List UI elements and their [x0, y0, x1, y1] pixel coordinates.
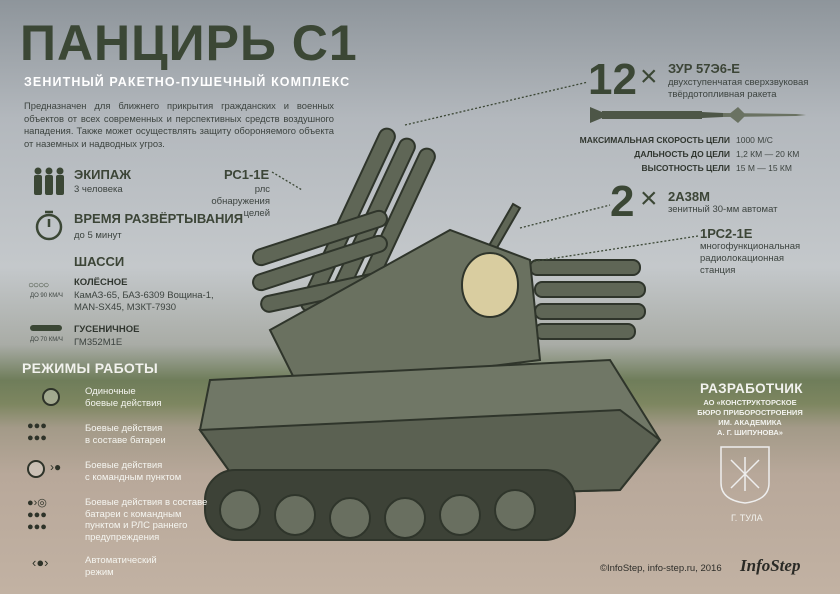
- mode-text: в составе батареи: [85, 434, 166, 446]
- wheeled-speed: ДО 90 КМ/Ч: [30, 293, 63, 299]
- spec-value: 1,2 КМ — 20 КМ: [736, 149, 800, 159]
- description: Предназначен для ближнего прикрытия граж…: [24, 100, 334, 149]
- mode-text: Боевые действия: [85, 460, 163, 471]
- radar2-line1: многофункциональная: [700, 241, 801, 252]
- missile-count: 12: [588, 55, 637, 104]
- mode-text: режим: [85, 566, 114, 578]
- missile-line2: твёрдотопливная ракета: [668, 89, 777, 100]
- modes-title: РЕЖИМЫ РАБОТЫ: [22, 360, 158, 376]
- gun-count: 2: [610, 177, 635, 226]
- spec-value: 15 М — 15 КМ: [736, 163, 792, 173]
- specs-table: МАКСИМАЛЬНАЯ СКОРОСТЬ ЦЕЛИ 1000 М/С ДАЛЬН…: [540, 133, 800, 175]
- radar2-line2: радиолокационная: [700, 253, 785, 264]
- org-line: БЮРО ПРИБОРОСТРОЕНИЯ: [697, 408, 803, 417]
- org-line: А. Г. ШИПУНОВА»: [717, 428, 783, 437]
- mode-text: Боевые действия в составе: [85, 497, 208, 508]
- mode-text: Автоматический: [85, 555, 157, 566]
- vehicle-illustration: [198, 127, 662, 541]
- crew-label: ЭКИПАЖ: [74, 167, 132, 182]
- wheeled-label: КОЛЁСНОЕ: [74, 277, 128, 288]
- infostep-logo: InfoStep: [740, 556, 801, 575]
- deploy-value: до 5 минут: [74, 230, 122, 241]
- spec-row: ВЫСОТНОСТЬ ЦЕЛИ 15 М — 15 КМ: [540, 161, 799, 175]
- mode-text: боевые действия: [85, 397, 162, 409]
- mode-text: с командным пунктом: [85, 471, 182, 483]
- tula-emblem-icon: [720, 446, 770, 504]
- radar1-label: РС1-1Е: [224, 167, 270, 182]
- spec-row: ДАЛЬНОСТЬ ДО ЦЕЛИ 1,2 КМ — 20 КМ: [540, 147, 799, 161]
- spec-value: 1000 М/С: [736, 135, 773, 145]
- tracks-icon: [30, 325, 62, 331]
- org-line: АО «КОНСТРУКТОРСКОЕ: [703, 398, 797, 407]
- tank-icon: ›●: [50, 460, 62, 474]
- times-sign: ×: [640, 60, 658, 93]
- tracked-speed: ДО 70 КМ/Ч: [30, 337, 63, 343]
- crew-value: 3 человека: [74, 184, 123, 195]
- mode-text: предупреждения: [85, 531, 160, 543]
- radar2-name: 1РС2-1Е: [700, 226, 753, 241]
- developer-city: Г. ТУЛА: [731, 513, 763, 523]
- mode-text: Одиночные: [85, 386, 136, 397]
- copyright: ©InfoStep, info-step.ru, 2016: [600, 563, 722, 574]
- spec-key: ДАЛЬНОСТЬ ДО ЦЕЛИ: [634, 149, 730, 159]
- times-sign: ×: [640, 182, 658, 215]
- mode-text: батареи с командным: [85, 508, 182, 520]
- gun-line1: зенитный 30-мм автомат: [668, 204, 778, 215]
- spec-row: МАКСИМАЛЬНАЯ СКОРОСТЬ ЦЕЛИ 1000 М/С: [540, 133, 799, 147]
- page-title: ПАНЦИРЬ С1: [20, 15, 358, 71]
- wheeled-line1: КамАЗ-65, БАЗ-6309 Вощина-1,: [74, 290, 214, 301]
- org-line: ИМ. АКАДЕМИКА: [718, 418, 782, 427]
- missile-name: ЗУР 57Э6-Е: [668, 61, 740, 76]
- mode-text: пунктом и РЛС раннего: [85, 520, 188, 531]
- wheeled-line2: MAN-SX45, МЗКТ-7930: [74, 302, 177, 313]
- radar2-line3: станция: [700, 265, 736, 276]
- spec-key: МАКСИМАЛЬНАЯ СКОРОСТЬ ЦЕЛИ: [579, 135, 730, 145]
- radar1-line2: целей: [243, 208, 270, 219]
- battery-radar-icon: ●›◎●●●●●●: [27, 497, 47, 533]
- wheels-icon: ○○○○: [28, 280, 49, 291]
- gun-name: 2А38М: [668, 189, 710, 204]
- auto-mode-icon: ‹●›: [32, 555, 49, 570]
- missile-line1: двухступенчатая сверхзвуковая: [668, 77, 809, 88]
- spec-key: ВЫСОТНОСТЬ ЦЕЛИ: [641, 163, 730, 173]
- battery-icon: ●●●●●●: [27, 420, 47, 444]
- stopwatch-icon: [35, 210, 63, 241]
- command-post-icon: [27, 460, 45, 478]
- page-subtitle: ЗЕНИТНЫЙ РАКЕТНО-ПУШЕЧНЫЙ КОМПЛЕКС: [24, 75, 351, 89]
- tracked-line1: ГМ352М1Е: [74, 337, 123, 348]
- radar1-line1: рлс обнаружения: [211, 184, 270, 207]
- single-tank-icon: [42, 388, 60, 406]
- developer-label: РАЗРАБОТЧИК: [700, 381, 803, 396]
- tracked-label: ГУСЕНИЧНОЕ: [74, 324, 140, 335]
- deploy-label: ВРЕМЯ РАЗВЁРТЫВАНИЯ: [74, 211, 244, 226]
- missile-icon: [590, 107, 806, 123]
- chassis-label: ШАССИ: [74, 254, 125, 269]
- people-icon: [34, 167, 64, 195]
- mode-text: Боевые действия: [85, 423, 163, 434]
